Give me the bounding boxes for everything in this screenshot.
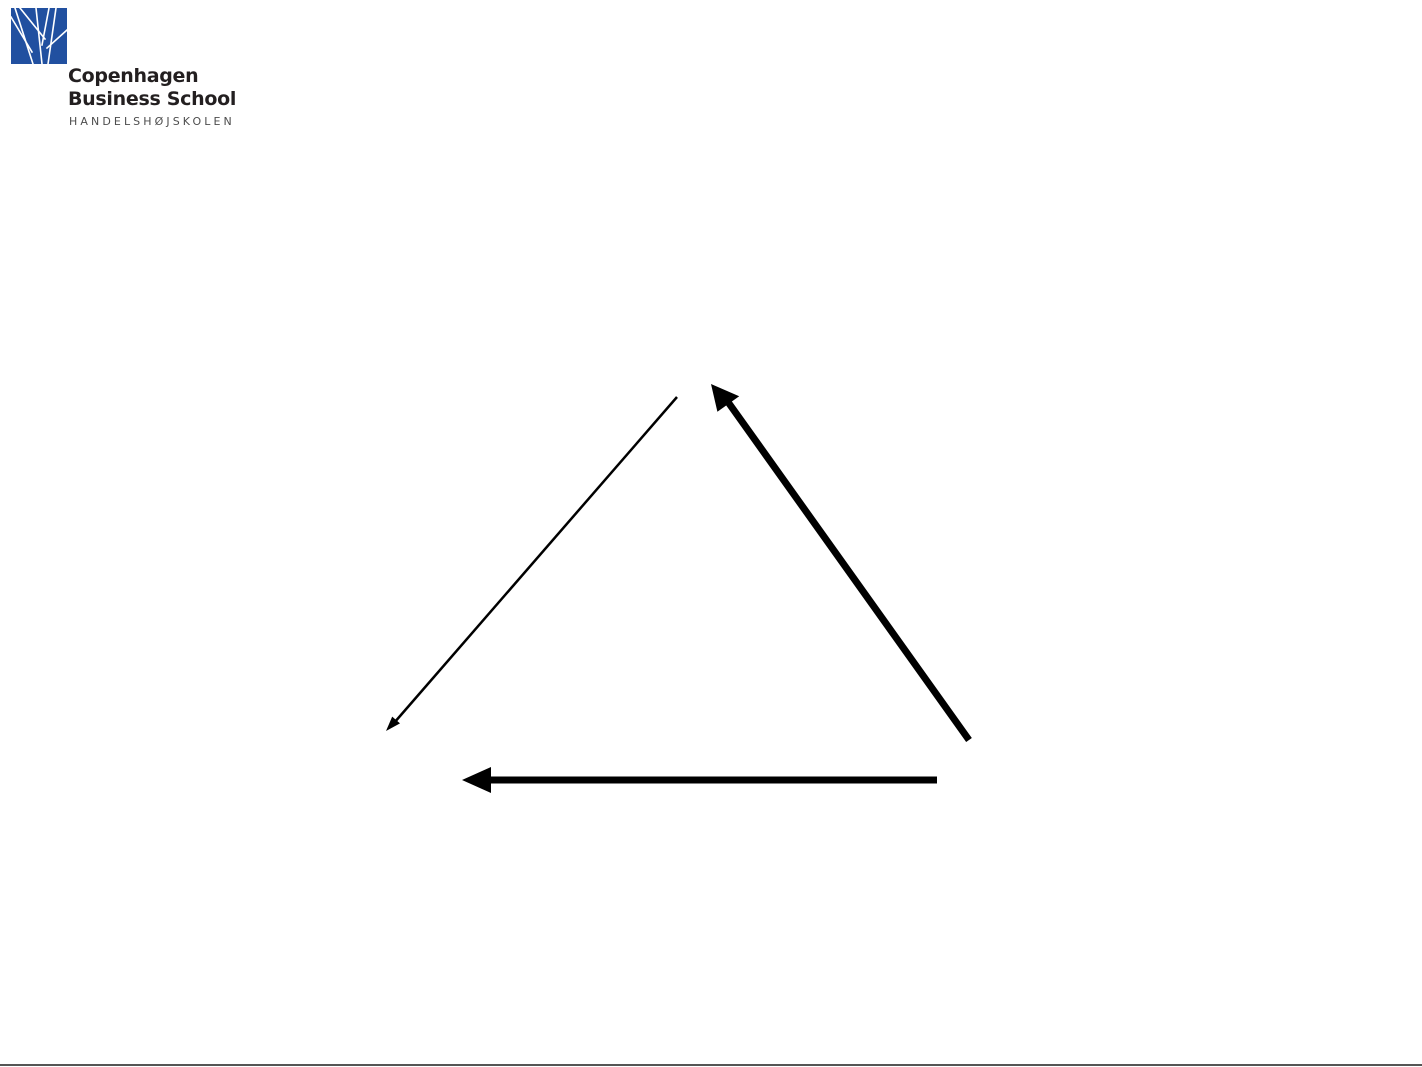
logo-text-line-2: Business School xyxy=(68,88,237,110)
arrow-right-to-top-head xyxy=(711,384,740,412)
arrow-right-to-left-head xyxy=(462,767,491,793)
arrow-right-to-top-shaft xyxy=(725,399,972,743)
logo-text-line-1: Copenhagen xyxy=(68,65,199,87)
arrow-right-to-top xyxy=(711,384,972,743)
arrow-top-to-left xyxy=(386,396,678,731)
cbs-logo: Copenhagen Business School HANDELSHØJSKO… xyxy=(0,0,260,140)
bottom-divider xyxy=(0,1064,1422,1066)
arrow-top-to-left-shaft xyxy=(393,396,678,724)
logo-text-line-3: HANDELSHØJSKOLEN xyxy=(69,115,235,128)
cbs-logo-mark-icon xyxy=(11,8,67,64)
arrow-top-to-left-head xyxy=(386,716,400,731)
arrow-right-to-left xyxy=(462,767,937,793)
